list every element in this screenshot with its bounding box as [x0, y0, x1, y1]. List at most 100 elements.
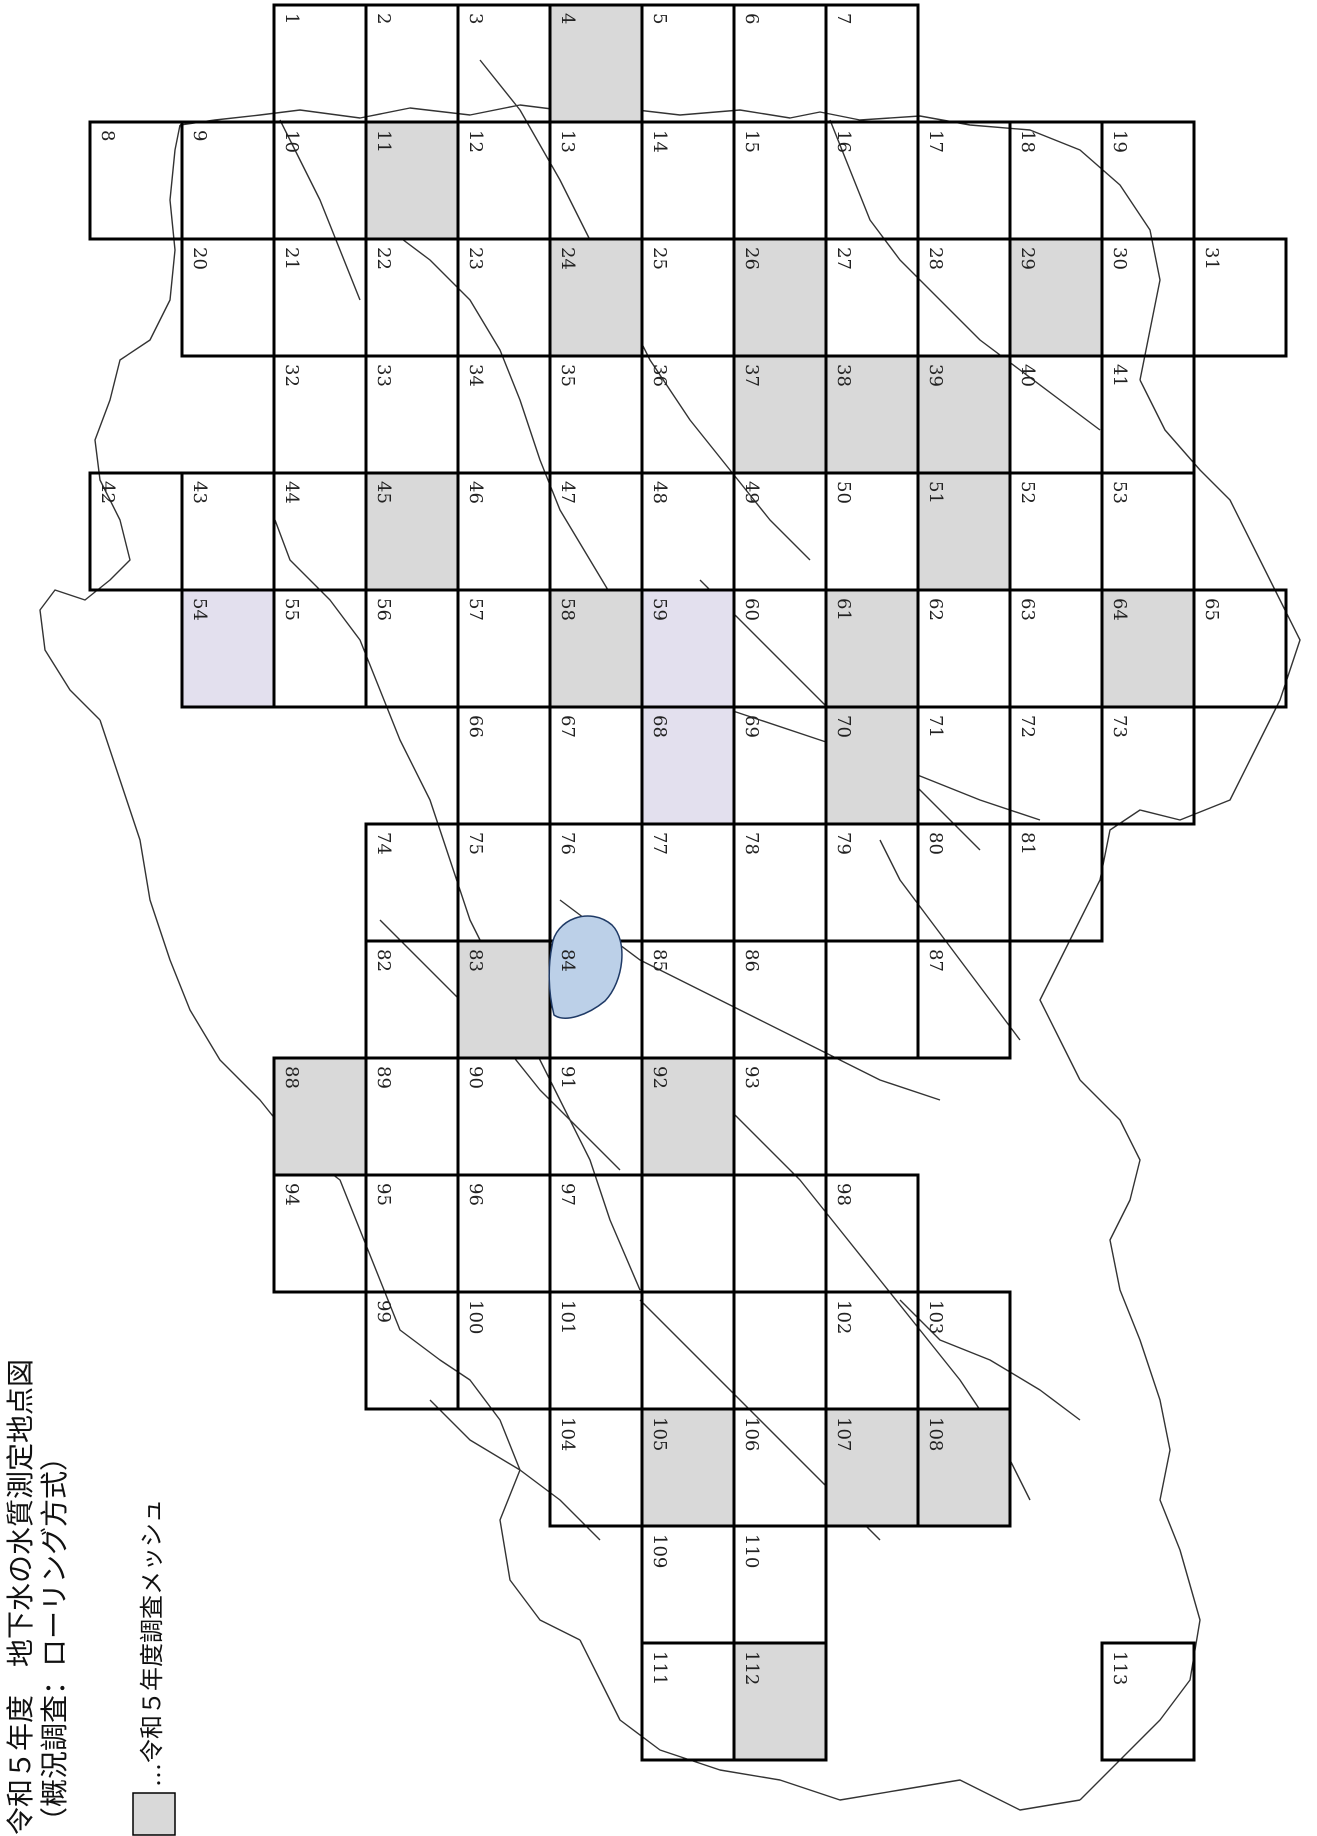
mesh-number-3: 3	[465, 13, 486, 24]
mesh-cell-31	[1192, 237, 1288, 358]
mesh-number-8: 8	[97, 130, 118, 141]
mesh-number-33: 33	[373, 364, 394, 387]
mesh-number-69: 69	[741, 715, 762, 738]
mesh-number-46: 46	[465, 481, 486, 504]
mesh-number-77: 77	[649, 832, 670, 855]
mesh-number-67: 67	[557, 715, 578, 738]
mesh-number-22: 22	[373, 247, 394, 270]
mesh-number-83: 83	[465, 949, 486, 972]
mesh-number-52: 52	[1017, 481, 1038, 504]
mesh-number-30: 30	[1109, 247, 1130, 270]
mesh-number-19: 19	[1109, 130, 1130, 153]
legend-label: …令和５年度調査メッシュ	[138, 1499, 166, 1787]
mesh-cell-70	[824, 705, 920, 826]
mesh-number-39: 39	[925, 364, 946, 387]
mesh-number-24: 24	[557, 247, 578, 270]
mesh-number-58: 58	[557, 598, 578, 621]
mesh-number-14: 14	[649, 130, 670, 153]
mesh-number-29: 29	[1017, 247, 1038, 270]
mesh-number-79: 79	[833, 832, 854, 855]
mesh-number-21: 21	[281, 247, 302, 270]
mesh-number-25: 25	[649, 247, 670, 270]
mesh-cell-37	[732, 354, 828, 475]
mesh-cell-93	[732, 1056, 828, 1177]
mesh-number-103: 103	[925, 1300, 946, 1334]
mesh-number-109: 109	[649, 1534, 670, 1568]
mesh-number-20: 20	[189, 247, 210, 270]
mesh-number-98: 98	[833, 1183, 854, 1206]
mesh-number-94: 94	[281, 1183, 302, 1206]
mesh-number-51: 51	[925, 481, 946, 504]
mesh-number-80: 80	[925, 832, 946, 855]
mesh-number-1: 1	[281, 13, 302, 24]
map-subtitle: （概況調査：ローリング方式）	[38, 1443, 71, 1835]
mesh-number-49: 49	[741, 481, 762, 504]
mesh-number-40: 40	[1017, 364, 1038, 387]
mesh-number-48: 48	[649, 481, 670, 504]
mesh-number-91: 91	[557, 1066, 578, 1089]
mesh-cell-24	[548, 237, 644, 358]
map-title: 令和５年度 地下水の水質測定地点図	[4, 1359, 37, 1835]
mesh-number-84: 84	[557, 949, 578, 972]
legend-swatch	[132, 1792, 176, 1836]
mesh-number-75: 75	[465, 832, 486, 855]
mesh-number-85: 85	[649, 949, 670, 972]
mesh-number-73: 73	[1109, 715, 1130, 738]
mesh-number-26: 26	[741, 247, 762, 270]
mesh-number-88: 88	[281, 1066, 302, 1089]
mesh-number-82: 82	[373, 949, 394, 972]
mesh-number-4: 4	[557, 13, 578, 24]
mesh-number-99: 99	[373, 1300, 394, 1323]
mesh-cell-112	[732, 1641, 828, 1762]
mesh-number-105: 105	[649, 1417, 670, 1451]
mesh-grid	[88, 3, 1288, 1762]
mesh-number-15: 15	[741, 130, 762, 153]
mesh-number-16: 16	[833, 130, 854, 153]
mesh-number-96: 96	[465, 1183, 486, 1206]
mesh-number-35: 35	[557, 364, 578, 387]
mesh-number-54: 54	[189, 598, 210, 621]
mesh-number-55: 55	[281, 598, 302, 621]
mesh-number-68: 68	[649, 715, 670, 738]
mesh-number-45: 45	[373, 481, 394, 504]
mesh-cell-107	[824, 1407, 920, 1528]
mesh-number-17: 17	[925, 130, 946, 153]
mesh-cell-blank	[732, 1290, 828, 1411]
mesh-number-12: 12	[465, 130, 486, 153]
lake	[548, 915, 623, 1019]
mesh-number-47: 47	[557, 481, 578, 504]
mesh-number-102: 102	[833, 1300, 854, 1334]
mesh-cell-108	[916, 1407, 1012, 1528]
mesh-number-6: 6	[741, 13, 762, 24]
mesh-cell-blank	[640, 1173, 736, 1294]
mesh-number-70: 70	[833, 715, 854, 738]
mesh-cell-11	[364, 120, 460, 241]
mesh-number-112: 112	[741, 1651, 762, 1685]
mesh-number-18: 18	[1017, 130, 1038, 153]
mesh-number-90: 90	[465, 1066, 486, 1089]
mesh-cell-54	[180, 588, 276, 709]
mesh-cell-61	[824, 588, 920, 709]
mesh-cell-39	[916, 354, 1012, 475]
mesh-number-107: 107	[833, 1417, 854, 1451]
mesh-number-42: 42	[97, 481, 118, 504]
mesh-number-50: 50	[833, 481, 854, 504]
mesh-number-53: 53	[1109, 481, 1130, 504]
mesh-number-86: 86	[741, 949, 762, 972]
mesh-number-100: 100	[465, 1300, 486, 1334]
mesh-number-5: 5	[649, 13, 670, 24]
mesh-number-113: 113	[1109, 1651, 1130, 1685]
mesh-number-10: 10	[281, 130, 302, 153]
mesh-number-43: 43	[189, 481, 210, 504]
mesh-cell-blank	[732, 1173, 828, 1294]
mesh-number-92: 92	[649, 1066, 670, 1089]
mesh-number-13: 13	[557, 130, 578, 153]
mesh-number-7: 7	[833, 13, 854, 24]
mesh-number-41: 41	[1109, 364, 1130, 387]
mesh-cell-113	[1100, 1641, 1196, 1762]
mesh-number-61: 61	[833, 598, 854, 621]
mesh-number-64: 64	[1109, 598, 1130, 621]
mesh-cell-81	[1008, 822, 1104, 943]
